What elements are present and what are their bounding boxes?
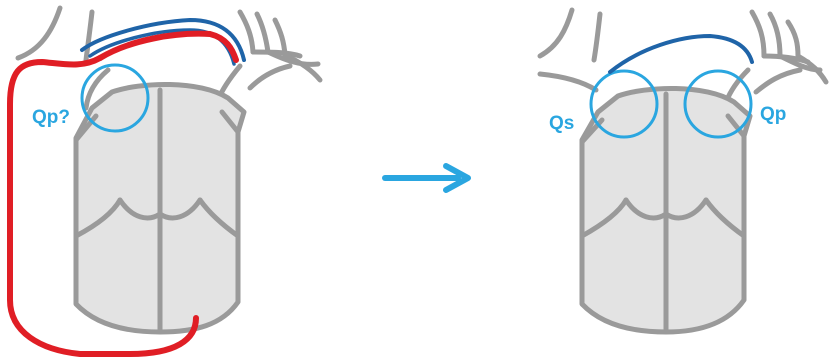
- before-qp-label: Qp?: [32, 107, 70, 128]
- after-diagram: Qs Qp: [540, 10, 826, 332]
- after-qp-label: Qp: [760, 104, 786, 125]
- after-qs-label: Qs: [549, 113, 574, 134]
- before-diagram: Qp?: [10, 8, 320, 354]
- right-arrow-icon: [385, 166, 468, 190]
- after-blue-vessel: [610, 36, 752, 72]
- before-red-shunt: [100, 34, 236, 60]
